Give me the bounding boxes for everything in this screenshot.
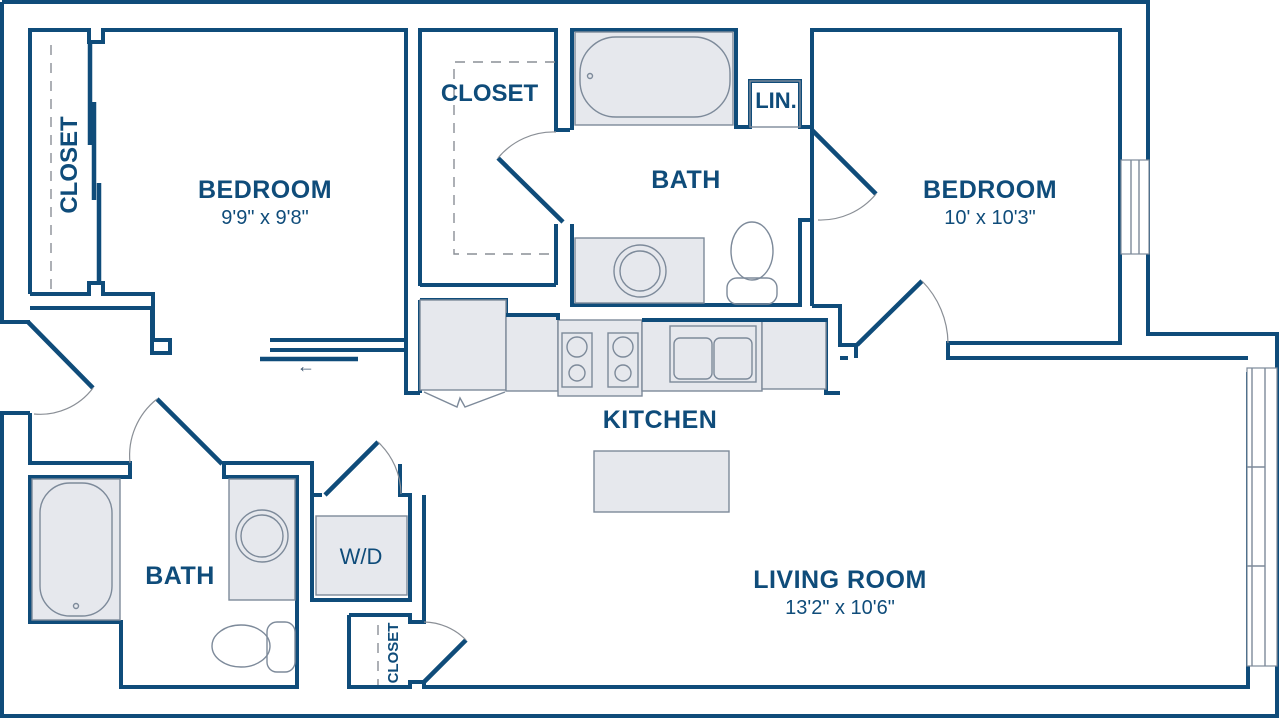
- bedroom-2-door: [810, 128, 878, 196]
- room-dimensions: 13'2" x 10'6": [785, 597, 895, 619]
- bathtub-2-basin: [39, 482, 113, 617]
- bedroom-1-label: BEDROOM 9'9" x 9'8": [170, 176, 360, 230]
- kitchen-label: KITCHEN: [602, 406, 718, 434]
- closet-3-door: [422, 638, 468, 684]
- room-name: BEDROOM: [197, 176, 333, 204]
- closet-3-wall: [347, 372, 1250, 689]
- bedroom-2-window: [1120, 159, 1150, 255]
- closet-upper-wall: [418, 28, 570, 287]
- cooktop-left: [561, 332, 593, 388]
- laundry-wall: [310, 464, 426, 602]
- bath-2-vanity: [228, 478, 296, 601]
- kitchen-island: [593, 450, 730, 513]
- washer-dryer: [315, 515, 408, 596]
- room-name: BEDROOM: [922, 176, 1058, 204]
- closet-1-label: CLOSET: [56, 116, 83, 214]
- bedroom-2-entry-door: [855, 279, 924, 347]
- entry-door: [26, 320, 95, 390]
- bedroom-2-lower-wall: [812, 304, 1248, 360]
- bedroom-1-wall: [404, 30, 420, 395]
- toilet-2-tank: [266, 621, 296, 673]
- bath-2-label: BATH: [145, 562, 215, 590]
- closet-rod: [453, 61, 555, 255]
- refrigerator: [419, 299, 507, 391]
- linen-closet: [749, 80, 801, 128]
- counter: [505, 315, 559, 392]
- bath-2-door: [155, 397, 224, 466]
- laundry-door-swing: [377, 441, 402, 495]
- sink-basin: [619, 250, 661, 292]
- closet-3-label: CLOSET: [385, 622, 402, 684]
- sliding-door-arrow-icon: ←: [297, 356, 315, 376]
- double-sink: [669, 325, 757, 383]
- bath-1-vanity: [574, 237, 705, 304]
- room-name: LIVING ROOM: [753, 566, 927, 594]
- toilet-2-bowl: [211, 624, 271, 668]
- bedroom-2-entry-swing: [921, 280, 949, 344]
- bath-2-door-swing: [129, 398, 158, 464]
- bath-1-label: BATH: [651, 166, 721, 194]
- kitchen-top-wall: [506, 313, 828, 322]
- bath-1-door: [496, 156, 565, 224]
- toilet-tank: [726, 277, 778, 305]
- range: [557, 319, 643, 397]
- bathtub-basin: [579, 36, 731, 118]
- closet-3-door-swing: [423, 621, 467, 641]
- tub-drain: [586, 72, 594, 80]
- room-dimensions: 10' x 10'3": [944, 207, 1036, 229]
- bedroom-2-label: BEDROOM 10' x 10'3": [895, 176, 1085, 230]
- fridge-doors: [423, 391, 506, 408]
- sink: [613, 244, 667, 298]
- bath-2-wall: [28, 413, 322, 689]
- bath-1-door-swing: [497, 131, 557, 159]
- bedroom-2-door-swing: [817, 193, 877, 221]
- laundry-door: [323, 440, 380, 497]
- laundry-label: W/D: [339, 544, 383, 569]
- room-dimensions: 9'9" x 9'8": [221, 207, 309, 229]
- sink-counter: [641, 320, 763, 392]
- linen-label: LIN.: [755, 88, 797, 113]
- toilet-bowl: [730, 221, 774, 281]
- living-room-label: LIVING ROOM 13'2" x 10'6": [730, 566, 950, 620]
- closet-2-label: CLOSET: [440, 80, 539, 107]
- entry-door-swing: [33, 387, 94, 415]
- cooktop-right: [607, 332, 639, 388]
- dishwasher: [761, 320, 827, 390]
